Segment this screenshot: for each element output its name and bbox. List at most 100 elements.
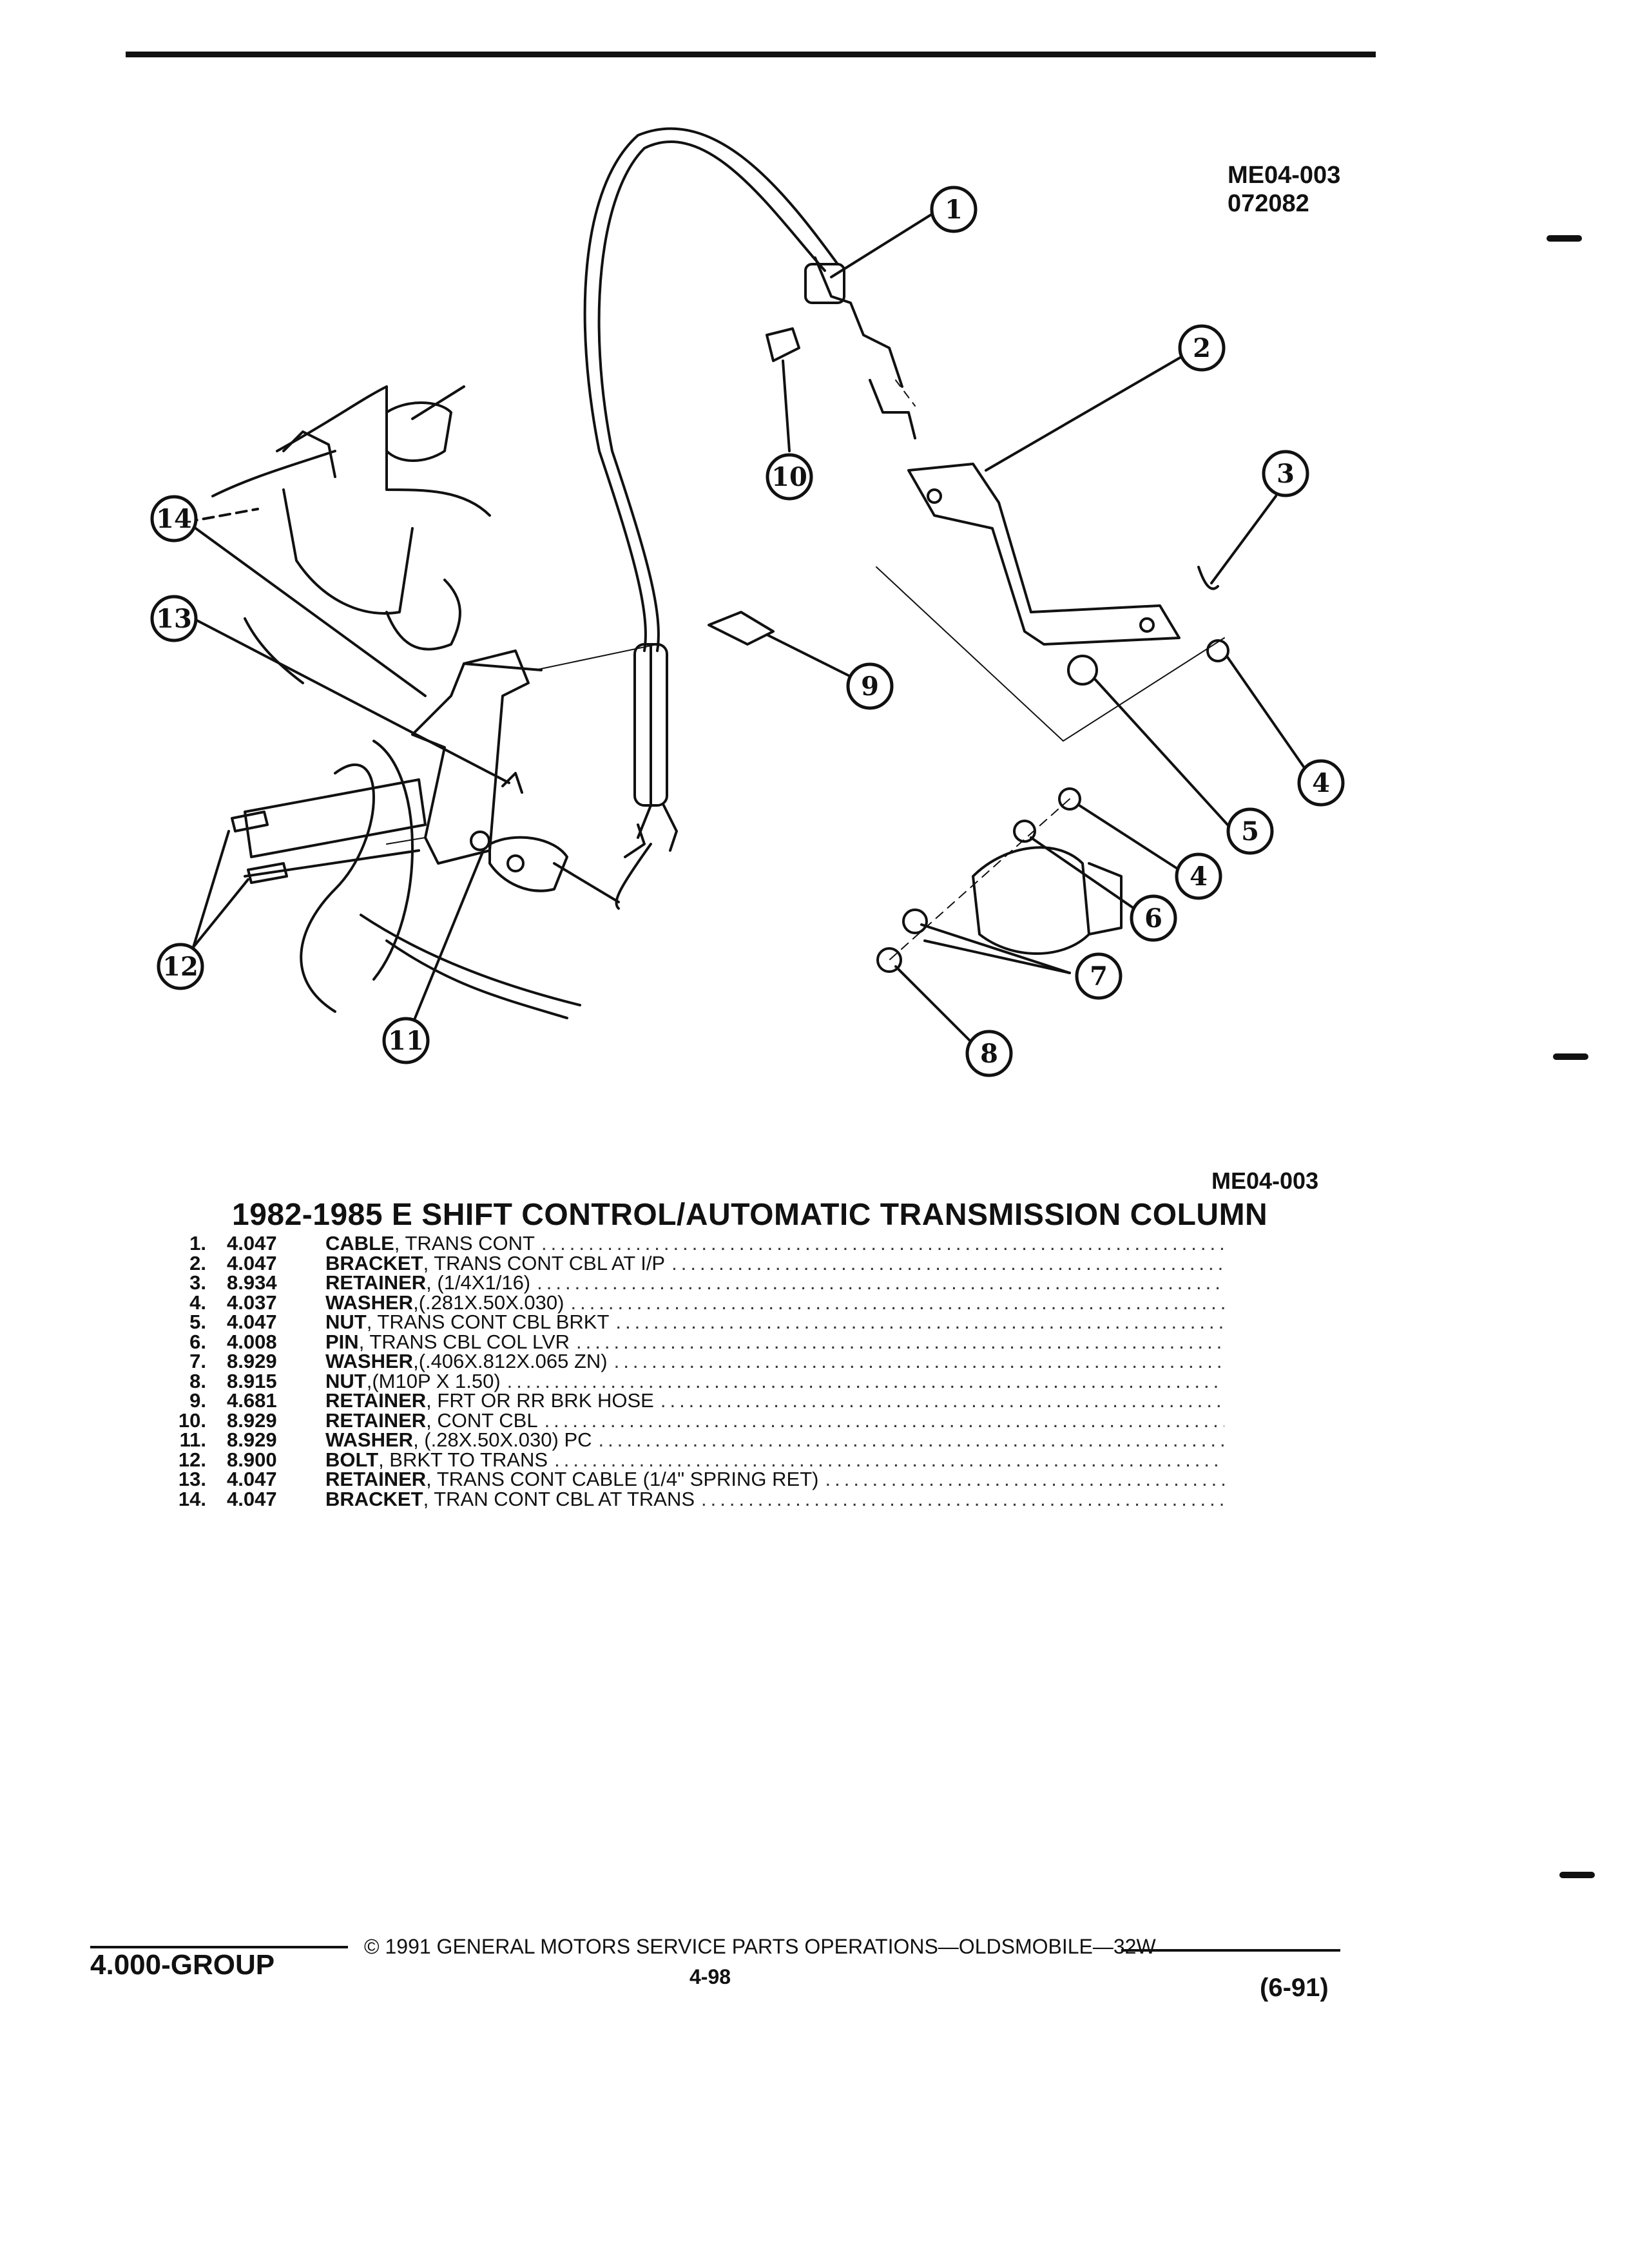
filler-tube-end: [385, 579, 461, 651]
part-description: BOLT, BRKT TO TRANS: [314, 1448, 548, 1472]
part-description: CABLE, TRANS CONT: [314, 1232, 535, 1255]
part-description: RETAINER, TRANS CONT CABLE (1/4" SPRING …: [314, 1468, 818, 1491]
part-name: RETAINER: [325, 1389, 427, 1412]
leader-2: [985, 353, 1187, 472]
part-detail: , TRANS CBL COL LVR: [358, 1330, 570, 1353]
callout-5: 5: [1226, 807, 1274, 855]
callout-8: 8: [965, 1030, 1013, 1077]
part-description: NUT, TRANS CONT CBL BRKT: [314, 1311, 609, 1334]
part-number: 1.: [189, 1232, 206, 1254]
part-description: WASHER, (.28X.50X.030) PC: [314, 1428, 592, 1452]
part-number: 10.: [178, 1408, 206, 1432]
callout-3: 3: [1262, 450, 1309, 497]
callout-12: 12: [157, 943, 204, 990]
dipstick-tube: [385, 401, 452, 462]
cable-end-eye: [615, 843, 652, 910]
part-name: BRACKET: [325, 1251, 423, 1274]
part-number: 12.: [178, 1448, 206, 1471]
part-name: RETAINER: [325, 1408, 427, 1432]
part-detail: , TRANS CONT CABLE (1/4" SPRING RET): [426, 1468, 819, 1490]
leader-11: [411, 849, 485, 1026]
part-group-code: 4.037: [227, 1291, 277, 1314]
footer-group: 4.000-GROUP: [90, 1949, 275, 1981]
callout-11: 11: [382, 1017, 430, 1064]
bracket-14-flange: [463, 662, 543, 671]
part-number: 3.: [189, 1271, 206, 1294]
part-name: RETAINER: [325, 1271, 427, 1294]
part-detail: ,(.281X.50X.030): [413, 1291, 564, 1314]
svg-text:2: 2: [1193, 333, 1211, 363]
trans-housing-top: [276, 385, 491, 517]
part-name: BRACKET: [325, 1487, 423, 1510]
fitting-body: [804, 263, 845, 304]
leader-12a: [192, 830, 230, 948]
pin-6-shape: [1013, 820, 1036, 843]
leader-8: [894, 965, 974, 1045]
dot-leader: ........................................…: [660, 1389, 1224, 1412]
nut-8-shape: [876, 947, 902, 973]
part-description: BRACKET, TRAN CONT CBL AT TRANS: [314, 1488, 695, 1511]
callout-13: 13: [150, 595, 198, 642]
cable-rod: [662, 804, 678, 852]
callout-6: 6: [1130, 894, 1177, 942]
part-number: 14.: [178, 1487, 206, 1510]
callout-4-upper: 4: [1297, 759, 1345, 807]
diagram-svg: 1 2 3 4 5 4 6 7 8 9 10 11 12 13 14: [150, 127, 1345, 1077]
part-group-code: 8.929: [227, 1408, 277, 1432]
svg-text:7: 7: [1090, 961, 1108, 992]
bolt-12-upper: [231, 811, 269, 832]
leader-lines: [186, 211, 1309, 1045]
svg-text:4: 4: [1190, 861, 1208, 892]
exploded-parts-diagram: 1 2 3 4 5 4 6 7 8 9 10 11 12 13 14: [150, 127, 1345, 1077]
part-description: RETAINER, CONT CBL: [314, 1409, 538, 1432]
part-name: CABLE: [325, 1232, 394, 1254]
cable-boot: [637, 643, 652, 839]
trans-lever: [488, 836, 568, 892]
line-art: [186, 127, 1309, 1045]
nut-5-shape: [1067, 655, 1098, 686]
cable-conduit-boot: [633, 643, 668, 807]
lever-hole: [506, 854, 525, 872]
leader-3: [1210, 495, 1277, 584]
parts-list-row: 10. 8.929 RETAINER, CONT CBL..............…: [155, 1408, 1224, 1432]
leader-7a: [920, 923, 1071, 974]
margin-mark: [1559, 1872, 1595, 1878]
margin-mark: [1553, 1053, 1588, 1060]
dot-leader: ........................................…: [544, 1408, 1224, 1432]
figure-code-bottom: ME04-003: [1211, 1168, 1319, 1194]
part-description: PIN, TRANS CBL COL LVR: [314, 1331, 570, 1354]
part-group-code: 4.008: [227, 1330, 277, 1353]
callout-4-lower: 4: [1175, 852, 1222, 900]
retainer-3-shape: [1197, 566, 1219, 590]
part-name: PIN: [325, 1330, 359, 1353]
column-cap: [1088, 862, 1123, 936]
part-description: RETAINER, FRT OR RR BRK HOSE: [314, 1389, 654, 1412]
dipstick-handle: [411, 385, 465, 420]
leader-10: [782, 360, 791, 452]
figure-date: 072082: [1228, 190, 1309, 217]
part-description: NUT,(M10P X 1.50): [314, 1370, 501, 1393]
retainer-9-shape: [708, 611, 775, 646]
part-number: 6.: [189, 1330, 206, 1353]
bolt-12-lower: [247, 862, 288, 884]
revision-date: (6-91): [1260, 1974, 1329, 2002]
pan-edge-2: [385, 939, 568, 1019]
bracket-2-hole: [927, 488, 942, 504]
part-group-code: 8.929: [227, 1428, 277, 1451]
dot-leader: ........................................…: [701, 1487, 1224, 1510]
callout-9: 9: [846, 662, 894, 710]
svg-text:12: 12: [162, 952, 198, 982]
part-group-code: 4.047: [227, 1251, 277, 1274]
part-number: 11.: [179, 1428, 206, 1451]
part-group-code: 4.681: [227, 1389, 277, 1412]
footer-rule-left: [90, 1946, 348, 1948]
dot-leader: ........................................…: [541, 1232, 1224, 1254]
part-number: 5.: [189, 1311, 206, 1333]
cable-fitting-1: [814, 256, 903, 388]
assembly-axis: [889, 798, 1070, 961]
